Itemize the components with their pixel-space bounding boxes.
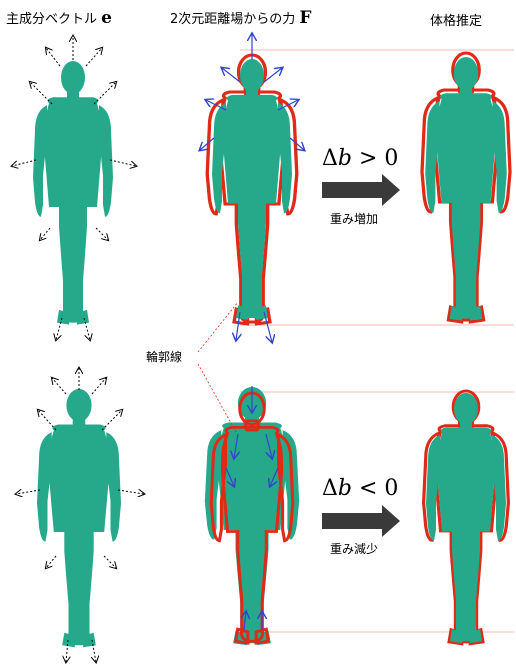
action-decrease-weight: 重み減少 [330, 540, 378, 557]
contour-leader-lines [198, 302, 238, 432]
big-arrow-bottom [322, 505, 400, 537]
contour-label: 輪郭線 [146, 348, 182, 365]
estimated-figure-bottom [424, 391, 509, 644]
big-arrow-top [322, 174, 400, 206]
force-figure-bottom [205, 387, 299, 645]
delta-b-positive: Δb > 0 [322, 146, 398, 171]
delta-b-negative: Δb < 0 [322, 476, 398, 501]
pca-figure-bottom [37, 389, 121, 647]
estimated-figure-top [422, 53, 510, 322]
force-figure-top [207, 55, 297, 324]
action-increase-weight: 重み増加 [330, 210, 378, 227]
pca-figure-top [33, 61, 113, 325]
